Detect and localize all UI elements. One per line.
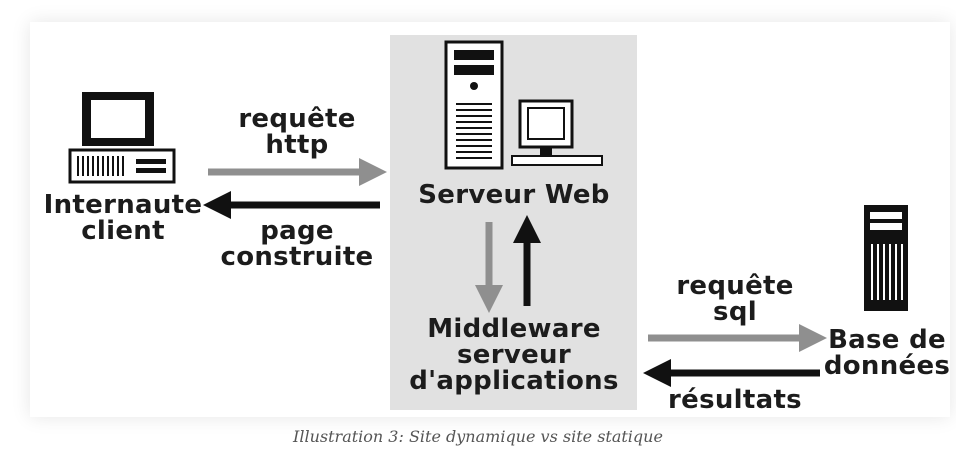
built-page-label: page construite	[214, 218, 380, 270]
middleware-label-line1: Middleware	[427, 314, 601, 344]
results-label: résultats	[668, 385, 802, 415]
client-computer-icon	[68, 92, 176, 184]
middleware-label: Middleware serveur d'applications	[400, 316, 628, 394]
database-label: Base de données	[818, 327, 956, 379]
database-label-line1: Base de	[828, 325, 946, 355]
middleware-label-line3: d'applications	[409, 366, 619, 396]
client-label: Internaute client	[34, 192, 212, 244]
http-request-label-line2: http	[265, 130, 329, 160]
http-request-label: requête http	[214, 106, 380, 158]
built-page-label-line2: construite	[220, 242, 374, 272]
web-server-label: Serveur Web	[418, 180, 610, 210]
web-server-monitor-icon	[511, 99, 603, 166]
sql-request-label: requête sql	[650, 273, 820, 325]
http-request-label-line1: requête	[238, 104, 356, 134]
client-label-line1: Internaute	[43, 190, 203, 220]
middleware-label-line2: serveur	[457, 340, 571, 370]
database-label-line2: données	[823, 351, 951, 381]
built-page-label-line1: page	[260, 216, 334, 246]
sql-request-label-line2: sql	[713, 297, 757, 327]
figure-caption: Illustration 3: Site dynamique vs site s…	[293, 427, 663, 446]
sql-request-label-line1: requête	[676, 271, 794, 301]
client-label-line2: client	[81, 216, 165, 246]
database-server-icon	[864, 205, 908, 311]
web-server-tower-icon	[444, 40, 504, 170]
